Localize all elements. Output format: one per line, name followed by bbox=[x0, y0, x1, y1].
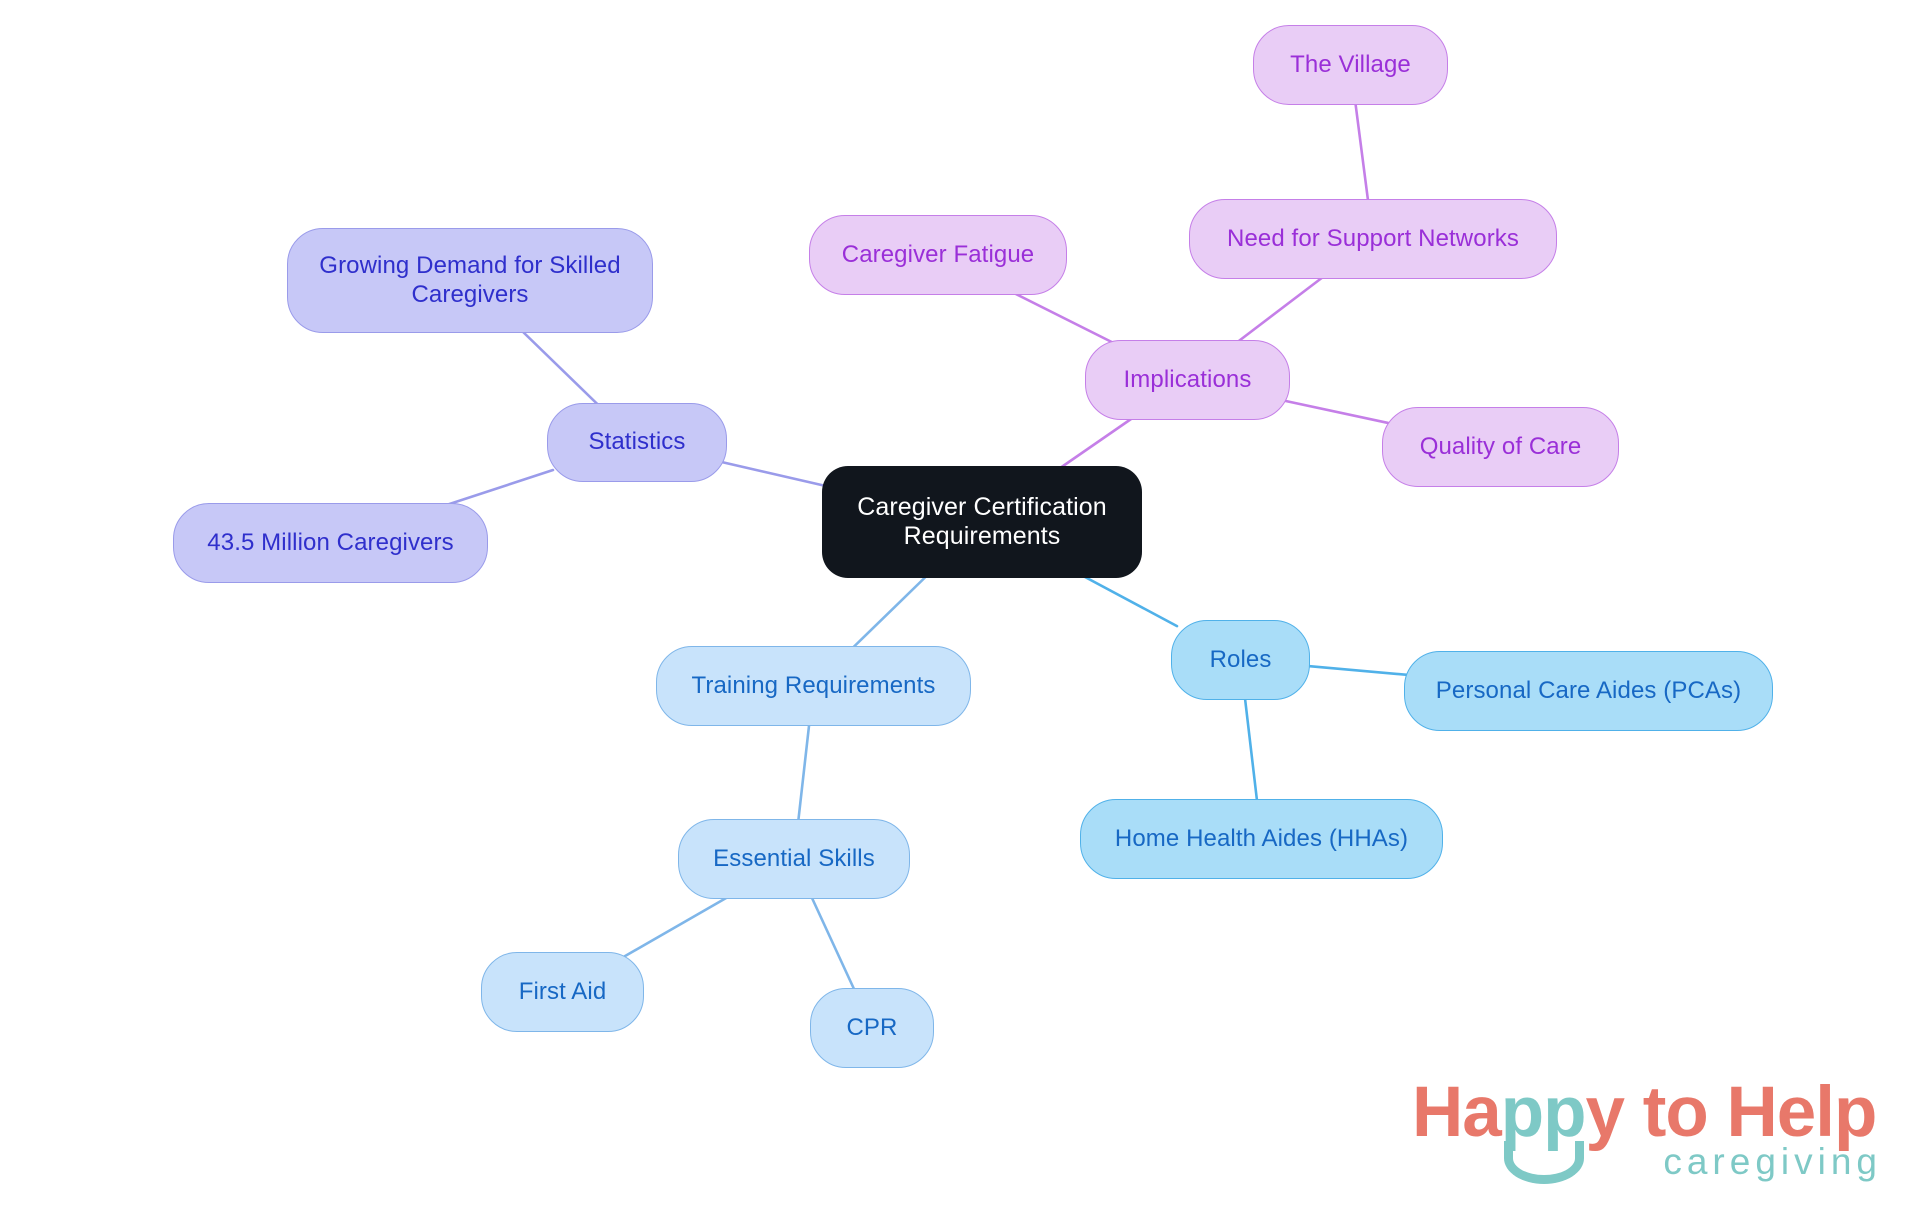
edge-implications-to-quality-of-care bbox=[1282, 399, 1390, 425]
mindmap-node-the-village[interactable]: The Village bbox=[1253, 25, 1448, 105]
mindmap-node-million-caregivers[interactable]: 43.5 Million Caregivers bbox=[173, 503, 488, 583]
edge-essential-skills-to-cpr bbox=[808, 891, 858, 996]
logo-letters-pp: pp bbox=[1500, 1073, 1587, 1152]
edge-support-networks-to-the-village bbox=[1353, 97, 1370, 207]
mindmap-node-implications[interactable]: Implications bbox=[1085, 340, 1290, 420]
edge-implications-to-support-networks bbox=[1230, 271, 1330, 348]
edge-training-to-essential-skills bbox=[796, 718, 811, 827]
mindmap-node-pcas[interactable]: Personal Care Aides (PCAs) bbox=[1404, 651, 1773, 731]
edge-root-to-training bbox=[847, 570, 932, 654]
logo-space-1 bbox=[1624, 1073, 1643, 1152]
logo-letter-a: a bbox=[1462, 1073, 1501, 1152]
mindmap-node-caregiver-fatigue[interactable]: Caregiver Fatigue bbox=[809, 215, 1067, 295]
mindmap-node-essential-skills[interactable]: Essential Skills bbox=[678, 819, 910, 899]
mindmap-node-growing-demand[interactable]: Growing Demand for Skilled Caregivers bbox=[287, 228, 653, 333]
edge-implications-to-caregiver-fatigue bbox=[1004, 287, 1121, 348]
mindmap-node-cpr[interactable]: CPR bbox=[810, 988, 934, 1068]
edge-root-to-statistics bbox=[719, 460, 830, 488]
logo-tagline: caregiving bbox=[1663, 1141, 1882, 1182]
mindmap-node-statistics[interactable]: Statistics bbox=[547, 403, 727, 482]
edge-root-to-implications bbox=[1053, 412, 1140, 474]
mindmap-node-roles[interactable]: Roles bbox=[1171, 620, 1310, 700]
logo-wordmark: Happy to Help bbox=[1412, 1077, 1877, 1148]
brand-logo: Happy to Help caregiving bbox=[1412, 1077, 1892, 1197]
mindmap-node-quality-of-care[interactable]: Quality of Care bbox=[1382, 407, 1619, 487]
edge-roles-to-pcas bbox=[1302, 664, 1412, 677]
logo-letter-y: y bbox=[1585, 1073, 1625, 1152]
edge-statistics-to-growing-demand bbox=[516, 325, 604, 411]
mindmap-node-support-networks[interactable]: Need for Support Networks bbox=[1189, 199, 1557, 279]
mindmap-node-root[interactable]: Caregiver Certification Requirements bbox=[822, 466, 1142, 578]
edge-root-to-roles bbox=[1074, 570, 1179, 628]
logo-word-to: to bbox=[1642, 1073, 1709, 1152]
logo-letter-h: H bbox=[1412, 1073, 1463, 1152]
smile-icon bbox=[1504, 1141, 1584, 1184]
edge-roles-to-hhas bbox=[1243, 692, 1259, 807]
logo-word-help: Help bbox=[1726, 1073, 1878, 1152]
mindmap-node-first-aid[interactable]: First Aid bbox=[481, 952, 644, 1032]
edge-essential-skills-to-first-aid bbox=[620, 891, 737, 960]
mindmap-node-hhas[interactable]: Home Health Aides (HHAs) bbox=[1080, 799, 1443, 879]
mindmap-node-training[interactable]: Training Requirements bbox=[656, 646, 971, 726]
